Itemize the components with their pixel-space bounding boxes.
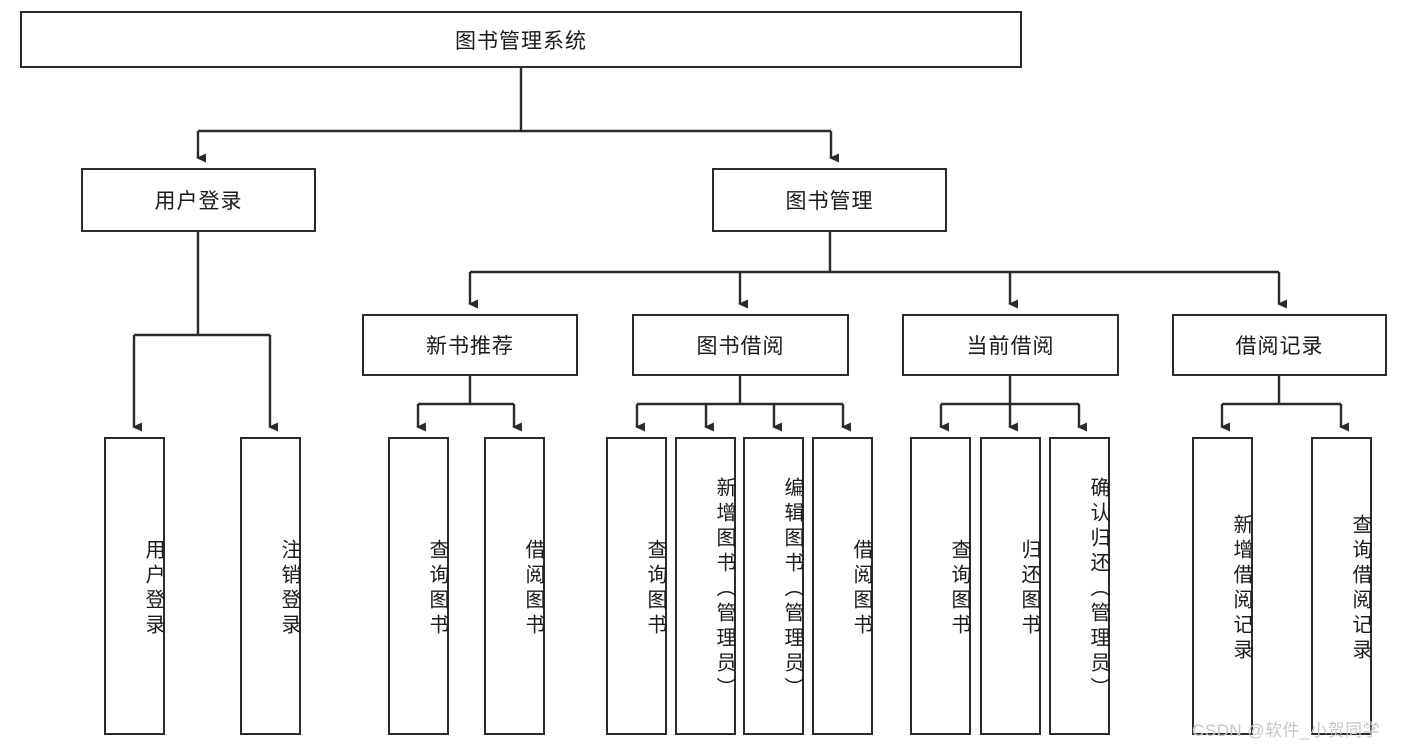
leaf-borrow-book[interactable]: 借阅图书 [812,437,873,735]
leaf-user-login[interactable]: 用户登录 [104,437,165,735]
leaf-return-book[interactable]: 归还图书 [980,437,1041,735]
node-book-borrow[interactable]: 图书借阅 [632,314,849,376]
node-label: 图书借阅 [696,335,785,358]
node-label: 查询图书 [644,539,666,639]
node-current-borrow[interactable]: 当前借阅 [902,314,1119,376]
node-label: 注销登录 [278,539,300,639]
leaf-query-book-borrow[interactable]: 查询图书 [606,437,667,735]
leaf-confirm-return-admin[interactable]: 确认归还（管理员） [1049,437,1110,735]
leaf-query-borrow-record[interactable]: 查询借阅记录 [1311,437,1372,735]
leaf-add-book-admin[interactable]: 新增图书（管理员） [675,437,736,735]
node-label: 编辑图书（管理员） [781,476,803,702]
node-label: 查询图书 [948,539,970,639]
node-label: 借阅记录 [1235,335,1324,358]
leaf-add-borrow-record[interactable]: 新增借阅记录 [1192,437,1253,735]
node-label: 用户登录 [142,539,164,639]
node-label: 图书管理系统 [455,29,587,53]
node-label: 新书推荐 [426,335,514,358]
watermark: CSDN @软件_小贺同学 [1192,721,1381,740]
node-book-management[interactable]: 图书管理 [712,168,947,232]
node-label: 新增借阅记录 [1230,514,1252,664]
node-label: 用户登录 [154,190,243,213]
node-label: 查询图书 [426,539,448,639]
node-root-book-management-system[interactable]: 图书管理系统 [20,11,1022,68]
node-label: 借阅图书 [522,539,544,639]
node-user-login[interactable]: 用户登录 [81,168,316,232]
leaf-query-book-current[interactable]: 查询图书 [910,437,971,735]
node-label: 图书管理 [785,190,874,213]
node-label: 当前借阅 [966,335,1055,358]
node-label: 确认归还（管理员） [1087,476,1109,702]
leaf-query-book-recommend[interactable]: 查询图书 [388,437,449,735]
node-new-book-recommend[interactable]: 新书推荐 [362,314,578,376]
node-label: 借阅图书 [850,539,872,639]
leaf-borrow-book-recommend[interactable]: 借阅图书 [484,437,545,735]
node-label: 新增图书（管理员） [713,476,735,702]
node-label: 查询借阅记录 [1349,514,1371,664]
node-borrow-record[interactable]: 借阅记录 [1172,314,1387,376]
leaf-edit-book-admin[interactable]: 编辑图书（管理员） [743,437,804,735]
node-label: 归还图书 [1018,539,1040,639]
leaf-logout[interactable]: 注销登录 [240,437,301,735]
